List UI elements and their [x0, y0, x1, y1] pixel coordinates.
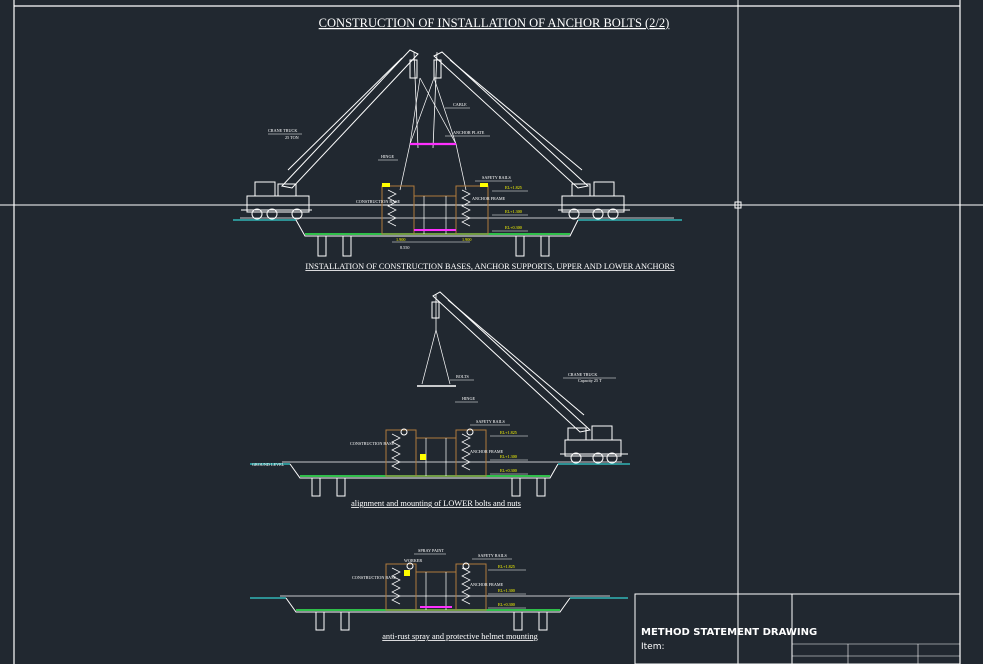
- section2-elevations: EL+1.825 EL+1.300 EL+0.300: [490, 430, 528, 475]
- s3-label-anchor-frame: ANCHOR FRAME: [470, 582, 504, 587]
- s1-label-safety-rails: SAFETY RAILS: [482, 175, 511, 180]
- section2-construction-bases: [385, 428, 487, 477]
- section2-rigging: [417, 329, 456, 387]
- s1-label-anchor-frame: ANCHOR FRAME: [472, 196, 506, 201]
- section2-piles: [311, 477, 546, 497]
- s1-el2: EL+1.300: [505, 209, 522, 214]
- s3-label-safety-rails: SAFETY RAILS: [478, 553, 507, 558]
- section3-caption: anti-rust spray and protective helmet mo…: [382, 632, 538, 641]
- s2-label-anchor-frame: ANCHOR FRAME: [470, 449, 504, 454]
- s2-el2: EL+1.300: [500, 454, 517, 459]
- section3-elevation-view: SPRAY PAINT WORKER SAFETY RAILS CONSTRUC…: [250, 548, 628, 641]
- s2-el3: EL+0.300: [500, 468, 517, 473]
- section2-caption: alignment and mounting of LOWER bolts an…: [351, 499, 521, 508]
- s3-el1: EL+1.825: [498, 564, 515, 569]
- s3-el2: EL+1.300: [498, 588, 515, 593]
- title-block: [634, 593, 961, 664]
- section3-construction-bases: [385, 562, 487, 611]
- section3-piles: [315, 611, 548, 631]
- s1-el3: EL+0.300: [505, 225, 522, 230]
- s2-label-construction-base: CONSTRUCTION BASE: [350, 441, 395, 446]
- s3-el3: EL+0.300: [498, 602, 515, 607]
- title-block-item-label: Item:: [641, 642, 665, 652]
- s2-label-ground: GROUND LEVEL: [252, 462, 285, 467]
- title-block-heading: METHOD STATEMENT DRAWING: [641, 627, 817, 638]
- section1-left-crane: [241, 49, 419, 220]
- s2-label-bolts: BOLTS: [456, 374, 470, 379]
- section3-elevations: EL+1.825 EL+1.300 EL+0.300: [488, 564, 526, 609]
- s1-label-crane-left-sub: 25 TON: [285, 135, 299, 140]
- s1-label-crane-left: CRANE TRUCK: [268, 128, 297, 133]
- s1-label-dim-total: 8.550: [400, 245, 409, 250]
- s2-label-crane-sub: Capacity 25 T: [578, 378, 602, 383]
- section1-right-crane: [432, 51, 630, 220]
- s1-label-anchor-plate: ANCHOR PLATE: [453, 130, 485, 135]
- section1-construction-bases: [381, 183, 489, 235]
- s2-label-hinge: HINGE: [462, 396, 475, 401]
- section2-labels: CRANE TRUCK Capacity 25 T BOLTS HINGE SA…: [252, 372, 616, 467]
- drawing-title: CONSTRUCTION OF INSTALLATION OF ANCHOR B…: [319, 16, 670, 30]
- s1-dim2: 1.900: [462, 237, 471, 242]
- s3-label-worker: WORKER: [404, 558, 422, 563]
- section1-labels: CRANE TRUCK 25 TON CABLE ANCHOR PLATE HI…: [268, 102, 512, 250]
- section1-caption: INSTALLATION OF CONSTRUCTION BASES, ANCH…: [305, 262, 675, 271]
- s2-label-crane: CRANE TRUCK: [568, 372, 597, 377]
- s1-label-cable: CABLE: [453, 102, 467, 107]
- section2-crane: [431, 291, 628, 464]
- s3-label-construction-base: CONSTRUCTION BASE: [352, 575, 397, 580]
- drawing-frame: [13, 0, 961, 664]
- section1-ground: [233, 217, 682, 237]
- section1-rigging: [399, 77, 467, 191]
- s2-label-safety-rails: SAFETY RAILS: [476, 419, 505, 424]
- section3-labels: SPRAY PAINT WORKER SAFETY RAILS CONSTRUC…: [352, 548, 512, 587]
- s1-el1: EL+1.825: [505, 185, 522, 190]
- s3-label-spray: SPRAY PAINT: [418, 548, 444, 553]
- section1-elevation-view: CRANE TRUCK 25 TON CABLE ANCHOR PLATE HI…: [233, 49, 682, 271]
- section2-elevation-view: CRANE TRUCK Capacity 25 T BOLTS HINGE SA…: [250, 291, 630, 508]
- s1-label-hinge: HINGE: [381, 154, 394, 159]
- s2-el1: EL+1.825: [500, 430, 517, 435]
- s1-dim1: 1.900: [396, 237, 405, 242]
- s1-label-construction-base: CONSTRUCTION BASE: [356, 199, 401, 204]
- section1-piles: [317, 235, 550, 257]
- section1-dimensions: 1.900 1.900 EL+1.825 EL+1.300 EL+0.300: [392, 185, 528, 243]
